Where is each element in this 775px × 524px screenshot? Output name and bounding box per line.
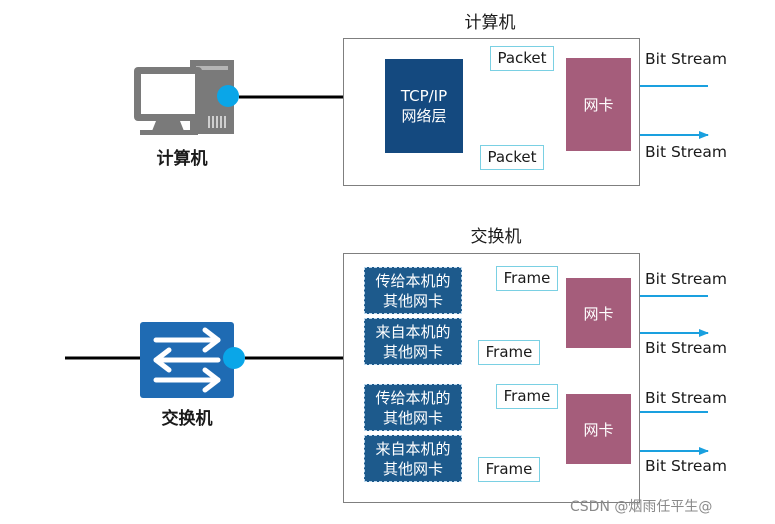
- stream-out-label: Bit Stream: [645, 457, 728, 475]
- tcp-ip-block: TCP/IP 网络层: [385, 59, 463, 153]
- stream-out-label: Bit Stream: [645, 339, 728, 357]
- packet-in-label: Packet: [490, 46, 554, 71]
- switch-panel-title: 交换机: [470, 227, 522, 247]
- stream-out-label: Bit Stream: [645, 143, 728, 161]
- switch-device-label: 交换机: [161, 409, 213, 429]
- send-box-line: 传给本机的: [375, 388, 451, 407]
- stream-in-label: Bit Stream: [645, 270, 728, 288]
- send-to-other-nics-box: 传给本机的 其他网卡: [364, 267, 462, 314]
- receive-from-other-nics-box: 来自本机的 其他网卡: [364, 435, 462, 482]
- watermark: CSDN @烟雨任平生@: [570, 499, 713, 515]
- frame-out-label: Frame: [478, 340, 540, 365]
- stream-in-label: Bit Stream: [645, 389, 728, 407]
- switch-port: [223, 347, 245, 369]
- switch-nic: 网卡: [566, 278, 631, 348]
- nic-label: 网卡: [583, 96, 614, 114]
- packet-out-label: Packet: [480, 145, 544, 170]
- send-box-line: 其他网卡: [382, 291, 443, 310]
- switch-nic: 网卡: [566, 394, 631, 464]
- recv-box-line: 来自本机的: [375, 439, 451, 458]
- frame-out-label: Frame: [478, 457, 540, 482]
- nic-label: 网卡: [583, 304, 614, 323]
- frame-in-label: Frame: [496, 266, 558, 291]
- computer-device-label: 计算机: [156, 149, 208, 169]
- computer-nic: 网卡: [566, 58, 631, 151]
- switch-icon: [140, 322, 234, 398]
- network-layer-label: 网络层: [401, 107, 447, 125]
- nic-label: 网卡: [583, 420, 614, 439]
- computer-port: [217, 85, 239, 107]
- recv-box-line: 来自本机的: [375, 322, 451, 341]
- recv-box-line: 其他网卡: [382, 459, 443, 478]
- receive-from-other-nics-box: 来自本机的 其他网卡: [364, 318, 462, 365]
- computer-icon: [134, 60, 234, 135]
- send-to-other-nics-box: 传给本机的 其他网卡: [364, 384, 462, 431]
- computer-panel-title: 计算机: [464, 13, 516, 33]
- stream-in-label: Bit Stream: [645, 50, 728, 68]
- frame-in-label: Frame: [496, 384, 558, 409]
- tcp-ip-label: TCP/IP: [400, 87, 448, 105]
- send-box-line: 传给本机的: [375, 271, 451, 290]
- recv-box-line: 其他网卡: [382, 342, 443, 361]
- send-box-line: 其他网卡: [382, 408, 443, 427]
